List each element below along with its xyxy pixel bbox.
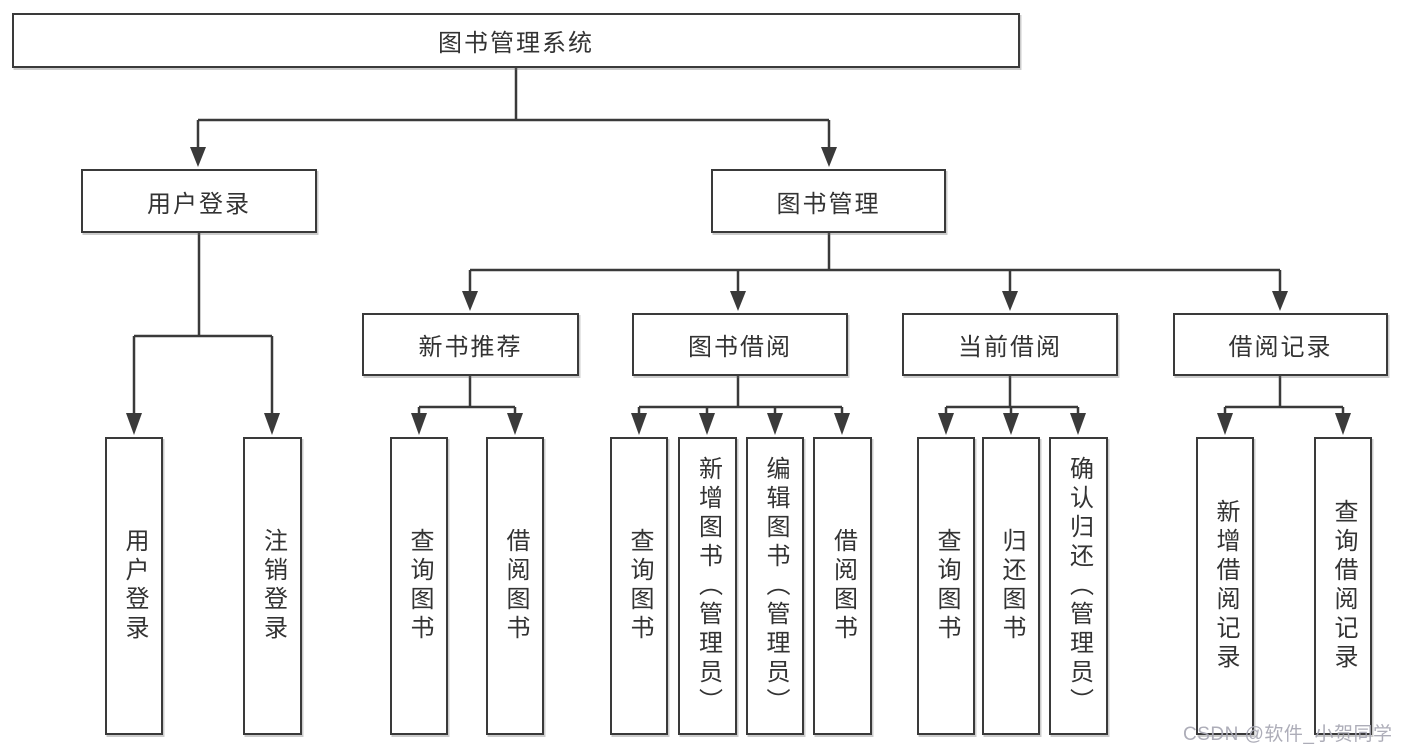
node-label: 新增图书（管理员）: [694, 455, 722, 717]
node-label: 查询图书: [626, 528, 653, 644]
node-label: 归还图书: [998, 528, 1025, 644]
node-user-login: 用户登录: [81, 169, 317, 233]
node-label: 用户登录: [147, 190, 251, 218]
connector-current-borrowing: [938, 376, 1086, 435]
leaf-add-books-admin: 新增图书（管理员）: [678, 437, 737, 735]
leaf-logout: 注销登录: [243, 437, 302, 735]
node-label: 注销登录: [259, 528, 287, 644]
leaf-query-books-borrowing: 查询图书: [610, 437, 668, 735]
node-label: 新增借阅记录: [1212, 499, 1239, 673]
leaf-return-books: 归还图书: [982, 437, 1040, 735]
connector-root: [190, 68, 837, 167]
node-label: 新书推荐: [418, 334, 523, 361]
connector-book-borrowing: [631, 376, 850, 435]
leaf-query-borrow-record: 查询借阅记录: [1314, 437, 1372, 735]
leaf-borrow-books-recommend: 借阅图书: [486, 437, 544, 735]
node-label: 当前借阅: [958, 334, 1062, 361]
leaf-borrow-books: 借阅图书: [813, 437, 872, 735]
node-current-borrowing: 当前借阅: [902, 313, 1118, 376]
connector-book-management: [462, 233, 1288, 311]
node-label: 图书借阅: [688, 334, 792, 361]
node-label: 借阅记录: [1228, 334, 1333, 361]
leaf-confirm-return-admin: 确认归还（管理员）: [1049, 437, 1108, 735]
connector-new-book-recommendation: [411, 376, 523, 435]
connector-user-login: [126, 233, 280, 435]
node-label: 借阅图书: [829, 528, 857, 644]
node-new-book-recommendation: 新书推荐: [362, 313, 579, 376]
node-book-borrowing: 图书借阅: [632, 313, 848, 376]
leaf-add-borrow-record: 新增借阅记录: [1196, 437, 1254, 735]
connector-borrowing-records: [1217, 376, 1351, 435]
node-label: 图书管理系统: [438, 30, 594, 57]
node-label: 借阅图书: [502, 528, 529, 644]
node-label: 查询图书: [406, 528, 433, 644]
node-borrowing-records: 借阅记录: [1173, 313, 1388, 376]
leaf-query-books-recommend: 查询图书: [390, 437, 448, 735]
node-library-management-system: 图书管理系统: [12, 13, 1020, 68]
leaf-query-books-current: 查询图书: [917, 437, 975, 735]
node-label: 图书管理: [776, 190, 881, 218]
node-label: 查询借阅记录: [1330, 499, 1357, 673]
node-label: 编辑图书（管理员）: [762, 455, 789, 717]
node-label: 用户登录: [121, 528, 148, 644]
node-label: 确认归还（管理员）: [1065, 455, 1093, 717]
node-label: 查询图书: [933, 528, 960, 644]
csdn-watermark: CSDN @软件_小贺同学: [1183, 724, 1393, 745]
leaf-user-login: 用户登录: [105, 437, 163, 735]
node-book-management: 图书管理: [711, 169, 946, 233]
leaf-edit-books-admin: 编辑图书（管理员）: [746, 437, 804, 735]
